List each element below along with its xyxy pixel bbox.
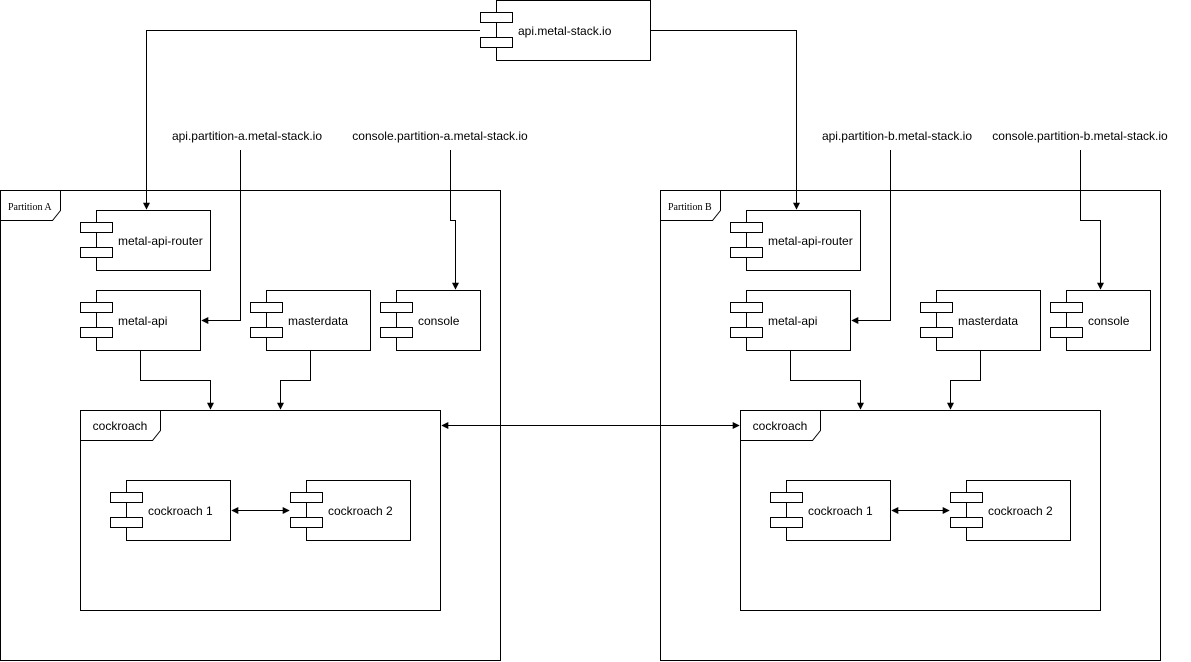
edge-masterdata-b-to-cockroach <box>947 350 981 410</box>
component-console-b: console <box>1050 290 1151 351</box>
edge-masterdata-a-to-cockroach <box>277 350 311 410</box>
svg-text:console: console <box>1088 314 1130 328</box>
component-cockroach-2-a: cockroach 2 <box>290 480 411 541</box>
component-metal-api-b: metal-api <box>730 290 851 351</box>
component-masterdata-a: masterdata <box>250 290 371 351</box>
svg-text:cockroach 1: cockroach 1 <box>148 504 213 518</box>
svg-text:cockroach 2: cockroach 2 <box>988 504 1053 518</box>
cockroach-a-title: cockroach <box>93 419 148 433</box>
edge-metal-api-b-to-cockroach <box>790 350 864 410</box>
svg-text:console: console <box>418 314 460 328</box>
component-cockroach-1-a: cockroach 1 <box>110 480 231 541</box>
partition-b-title: Partition B <box>668 202 712 213</box>
edge-gateway-to-router-b <box>650 30 800 210</box>
svg-text:metal-api: metal-api <box>118 314 167 328</box>
partition-a-title: Partition A <box>8 202 52 213</box>
svg-text:cockroach 2: cockroach 2 <box>328 504 393 518</box>
connectors <box>140 30 1104 514</box>
endpoint-api-partition-b: api.partition-b.metal-stack.io <box>822 129 972 143</box>
svg-text:metal-api-router: metal-api-router <box>768 234 853 248</box>
component-metal-api-router-b: metal-api-router <box>730 210 861 271</box>
cockroach-b-title: cockroach <box>753 419 808 433</box>
svg-text:metal-api: metal-api <box>768 314 817 328</box>
component-label: api.metal-stack.io <box>518 24 612 38</box>
component-cockroach-1-b: cockroach 1 <box>770 480 891 541</box>
endpoint-console-partition-a: console.partition-a.metal-stack.io <box>352 129 528 143</box>
component-metal-api-a: metal-api <box>80 290 201 351</box>
endpoint-api-partition-a: api.partition-a.metal-stack.io <box>172 129 322 143</box>
edge-gateway-to-router-a <box>143 30 480 210</box>
component-metal-api-router-a: metal-api-router <box>80 210 211 271</box>
edge-api-b-to-metal-api <box>851 150 891 324</box>
component-masterdata-b: masterdata <box>920 290 1041 351</box>
svg-text:masterdata: masterdata <box>958 314 1018 328</box>
component-api-gateway: api.metal-stack.io <box>480 0 651 61</box>
svg-text:cockroach 1: cockroach 1 <box>808 504 873 518</box>
edge-console-b-to-console <box>1080 150 1104 290</box>
edge-api-a-to-metal-api <box>201 150 241 324</box>
edge-console-a-to-console <box>450 150 459 290</box>
svg-text:masterdata: masterdata <box>288 314 348 328</box>
endpoint-console-partition-b: console.partition-b.metal-stack.io <box>992 129 1168 143</box>
component-cockroach-2-b: cockroach 2 <box>950 480 1071 541</box>
svg-text:metal-api-router: metal-api-router <box>118 234 203 248</box>
edge-metal-api-a-to-cockroach <box>140 350 214 410</box>
component-console-a: console <box>380 290 481 351</box>
